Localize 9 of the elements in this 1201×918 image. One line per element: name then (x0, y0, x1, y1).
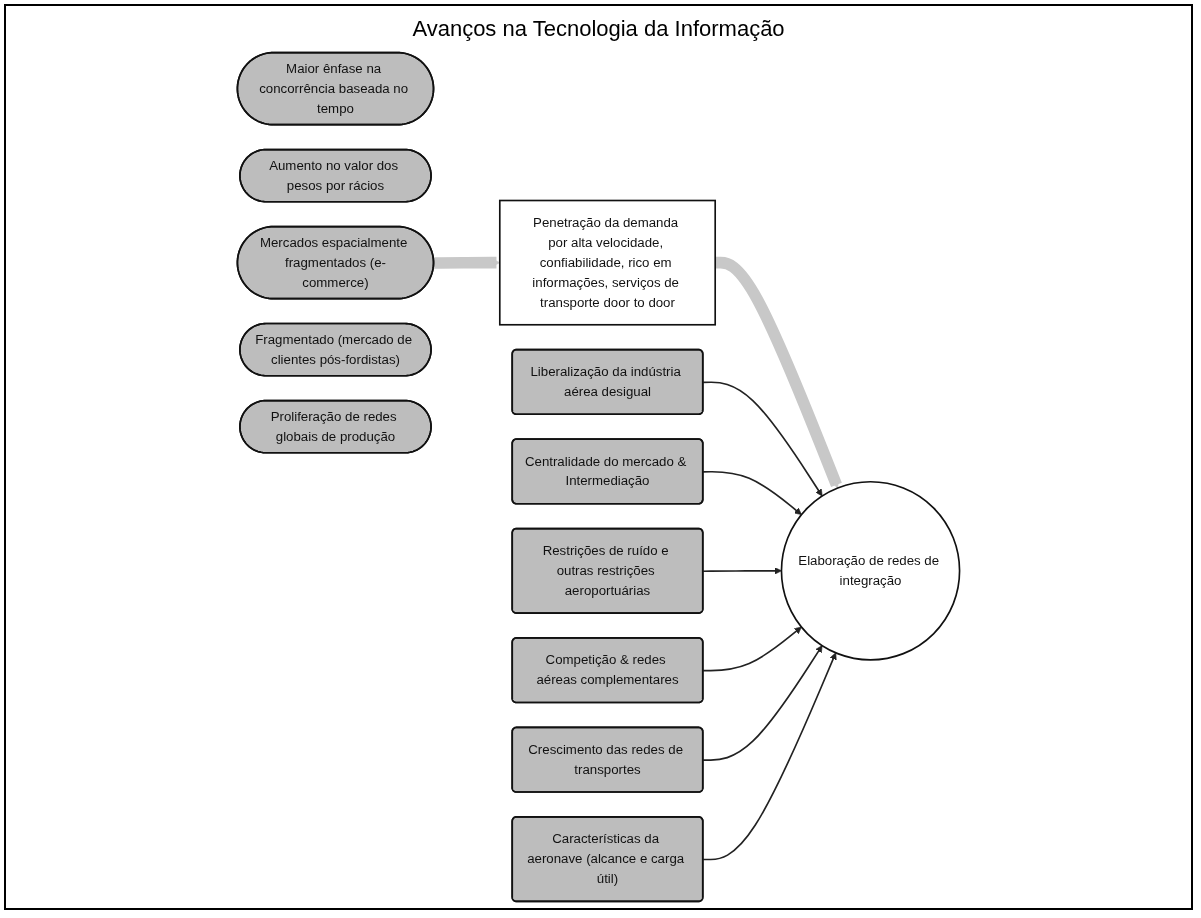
arrow (702, 567, 782, 575)
arrow (702, 381, 823, 497)
arrow (702, 652, 837, 861)
diagram-title: Avanços na Tecnologia da Informação (412, 16, 785, 42)
arrow (702, 645, 823, 761)
node-box: Penetração da demanda por alta velocidade, confiabilidade, rico em informações, serviços de transporte door to door (498, 199, 717, 326)
arrow (702, 470, 802, 515)
arrow (702, 626, 802, 672)
node-circle: Elaboração de redes de integração (780, 480, 961, 661)
